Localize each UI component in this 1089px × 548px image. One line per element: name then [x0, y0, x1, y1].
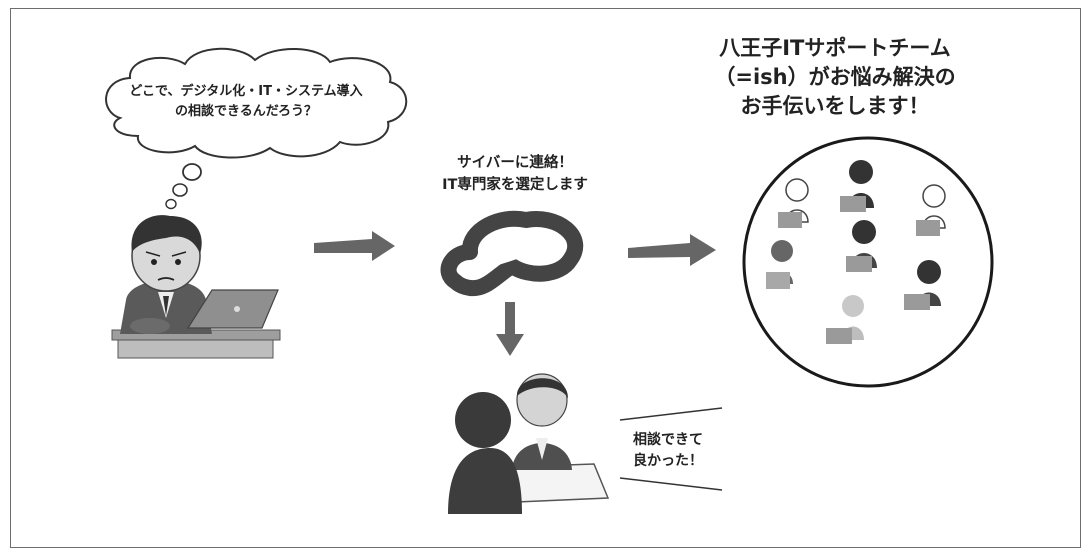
speech-lines [619, 407, 723, 491]
team-member [916, 184, 946, 236]
thought-line-2: の相談できるんだろう？ [175, 104, 317, 119]
team-member [846, 220, 877, 272]
thought-bubble-text: どこで、デジタル化・IT・システム導入の相談できるんだろう？ [116, 82, 376, 122]
team-member [904, 260, 941, 310]
cyber-logo [440, 210, 584, 297]
arrow-to-team [628, 234, 716, 266]
thought-bubble [105, 47, 408, 210]
contact-line-1: サイバーに連絡！ [457, 155, 573, 171]
team-member [826, 295, 864, 344]
flow-illustration [105, 47, 994, 514]
team-line-1: 八王子ITサポートチーム [719, 36, 951, 60]
consultation-illustration [448, 373, 610, 514]
team-member [778, 178, 809, 228]
result-line-2: 良かった！ [633, 453, 703, 469]
result-caption: 相談できて良かった！ [618, 430, 718, 472]
contact-caption: サイバーに連絡！ IT専門家を選定します [410, 152, 620, 196]
team-member [766, 240, 793, 289]
team-line-2: （=ish）がお悩み解決の [714, 65, 956, 89]
team-member [840, 160, 874, 212]
team-caption: 八王子ITサポートチーム （=ish）がお悩み解決のお手伝いをします！ [700, 34, 970, 121]
team-circle [742, 136, 994, 388]
arrow-to-consultation [496, 302, 524, 356]
contact-line-2: IT専門家を選定します [442, 177, 588, 193]
team-line-3: お手伝いをします！ [740, 94, 930, 118]
arrow-to-logo [314, 231, 395, 261]
worried-man-illustration [111, 215, 281, 359]
result-line-1: 相談できて [633, 432, 703, 448]
thought-line-1: どこで、デジタル化・IT・システム導入 [129, 84, 363, 99]
